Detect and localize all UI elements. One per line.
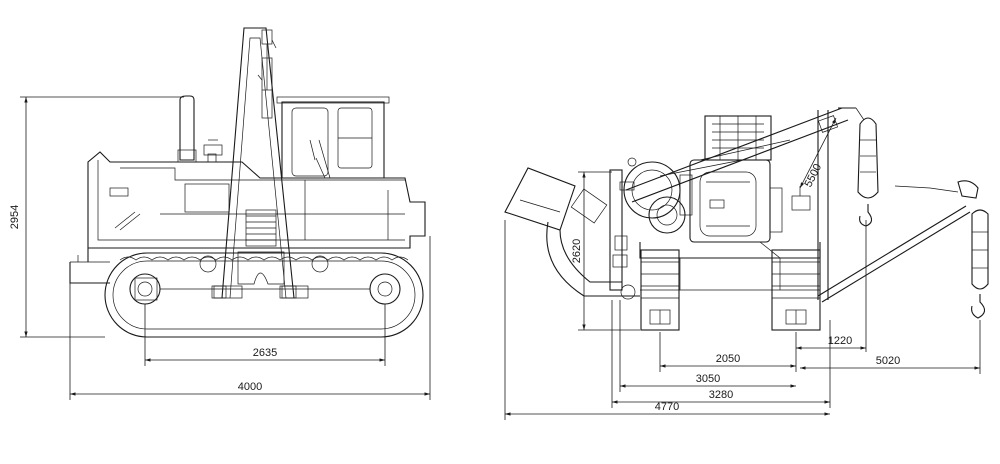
side-track	[104, 252, 424, 338]
front-boom-dim: 5500	[802, 162, 824, 189]
front-reach-dim: 5020	[876, 355, 900, 367]
side-height-dim: 2954	[9, 205, 21, 229]
front-boom	[625, 107, 856, 300]
side-overall-length-dim: 4000	[238, 381, 262, 393]
front-engine	[679, 115, 783, 243]
front-offset-dim: 1220	[828, 335, 852, 347]
side-dimensions	[20, 96, 431, 400]
front-upper-hook-block	[855, 107, 879, 227]
front-width-dim-2: 3280	[709, 389, 733, 401]
front-winch	[609, 157, 686, 291]
side-boom-mast	[213, 27, 309, 299]
front-frame	[639, 186, 821, 291]
front-lower-hook-block	[817, 180, 989, 319]
front-height-dim: 2620	[571, 239, 583, 263]
front-right-track	[771, 249, 821, 331]
side-body	[87, 151, 426, 262]
side-cab	[276, 96, 390, 179]
front-width-dim-3: 4770	[655, 401, 679, 413]
side-track-center-dim: 2635	[253, 347, 277, 359]
front-dimensions	[504, 117, 981, 420]
front-counterweight	[504, 167, 640, 300]
side-exhaust-stack	[177, 95, 223, 163]
front-view: 2620 5500 2050 3050 3280 4770 1220 5020	[504, 107, 989, 420]
front-width-dim-1: 3050	[696, 373, 720, 385]
front-track-gauge-dim: 2050	[716, 353, 740, 365]
front-left-track	[640, 249, 680, 331]
side-counterweight	[69, 255, 110, 284]
side-view: 2954 2635 4000	[9, 27, 431, 400]
